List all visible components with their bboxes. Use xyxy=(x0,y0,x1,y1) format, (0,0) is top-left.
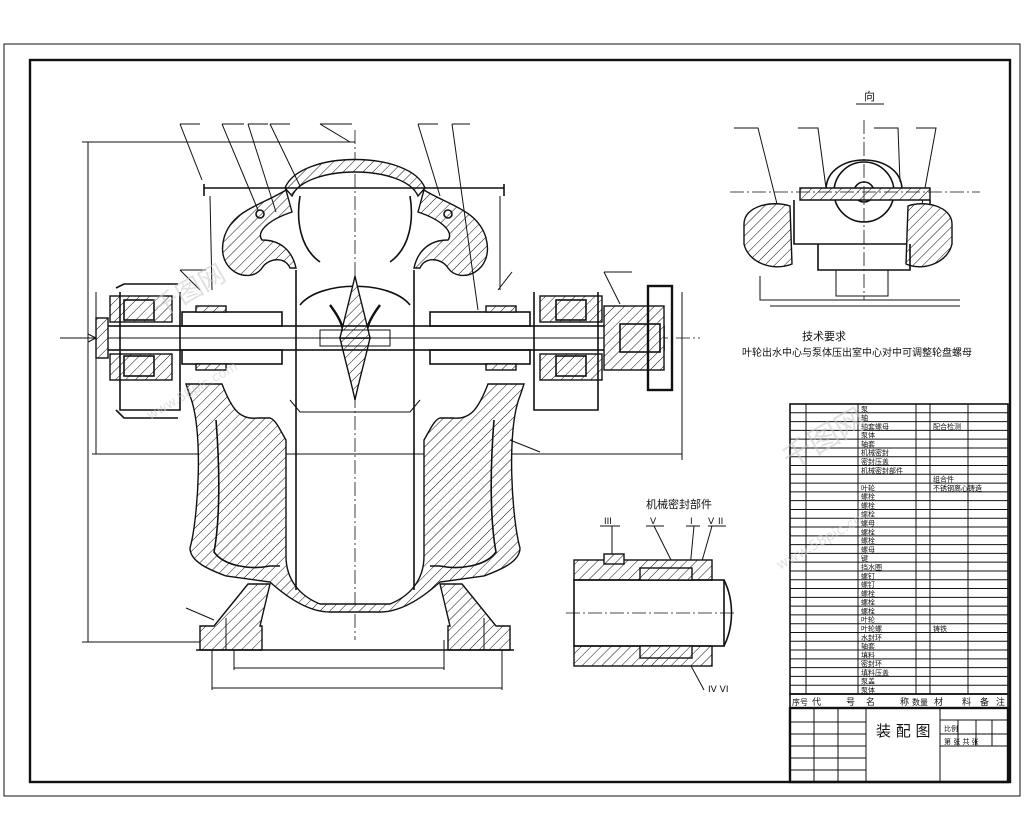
bom-header-code2: 号 xyxy=(846,697,855,708)
left-bearing xyxy=(95,283,283,419)
bom-row-name: 叶轮 xyxy=(861,615,875,624)
inner-border xyxy=(28,58,1012,784)
bom-row-note: 组合件 xyxy=(933,475,954,484)
pump-main-section xyxy=(60,123,700,690)
bom-row-name: 泵体 xyxy=(861,431,875,440)
sheet-label: 第 张 共 张 xyxy=(944,737,979,746)
seal-label-bottom: IV VI xyxy=(708,685,728,695)
bom-row-name: 轴套螺母 xyxy=(861,422,889,431)
bom-row-note: 铸铁 xyxy=(933,624,947,633)
bom-row-note: 配合检测 xyxy=(933,422,961,431)
right-bearing xyxy=(429,284,674,411)
seal-label-3: I xyxy=(690,517,693,527)
bom-row-name: 泵 xyxy=(861,405,868,413)
technical-requirements: 技术要求 叶轮出水中心与泵体压出室中心对中可调整轮盘螺母 xyxy=(742,330,972,359)
seal-detail: 机械密封部件 III V I V II IV VI xyxy=(566,497,734,695)
bom-row-name: 密封环 xyxy=(861,659,882,668)
bom-header-name1: 名 xyxy=(866,696,875,708)
bom-row-name: 螺栓 xyxy=(861,501,875,510)
seal-label-4: V xyxy=(708,517,715,527)
bom-row-name: 螺栓 xyxy=(861,606,875,615)
bom-row-name: 叶轮螺 xyxy=(861,624,882,633)
bom-header-note2: 注 xyxy=(996,696,1005,708)
bom-row-name: 螺栓 xyxy=(861,510,875,519)
bom-header-name2: 称 xyxy=(900,696,909,708)
parts-list-header: 序号 代 号 名 称 数量 材 料 备 注 xyxy=(789,693,1009,709)
bom-header-qty: 数量 xyxy=(912,697,928,707)
tech-req-heading: 技术要求 xyxy=(802,330,846,343)
bom-row-name: 螺钉 xyxy=(861,580,875,589)
bom-row-name: 泵体 xyxy=(861,686,875,695)
side-view: 向 xyxy=(730,89,980,307)
bom-header-note1: 备 xyxy=(980,696,989,708)
bom-row-name: 螺母 xyxy=(861,545,875,554)
drawing-title: 装 配 图 xyxy=(876,722,931,740)
bom-row-name: 螺栓 xyxy=(861,492,875,501)
seal-label-2: V xyxy=(650,517,657,527)
bom-row-name: 螺钉 xyxy=(861,571,875,580)
bom-row-name: 键 xyxy=(861,554,868,563)
bom-row-name: 挡水圈 xyxy=(861,562,882,571)
bom-row-name: 机械密封 xyxy=(861,448,889,457)
title-block: 装 配 图 比例 第 张 共 张 xyxy=(788,706,1010,784)
bom-row-name: 螺栓 xyxy=(861,536,875,545)
bom-row-name: 螺栓 xyxy=(861,598,875,607)
bom-row-name: 轴套 xyxy=(861,439,875,448)
bom-row-name: 叶轮 xyxy=(861,483,875,492)
scale-label: 比例 xyxy=(944,724,958,733)
bom-row-name: 轴套 xyxy=(861,642,875,651)
seal-label-5: II xyxy=(718,517,723,527)
bom-row-name: 填料压盖 xyxy=(861,668,889,677)
watermark-1: 千图网 xyxy=(149,259,232,324)
bom-row-note: 不锈钢离心铸造 xyxy=(933,483,982,492)
bom-row-name: 泵盖 xyxy=(861,677,875,686)
view-label: 向 xyxy=(864,89,875,103)
bom-row-name: 水封环 xyxy=(861,633,882,642)
bom-header-no: 序号 xyxy=(792,697,808,707)
tech-req-line: 叶轮出水中心与泵体压出室中心对中可调整轮盘螺母 xyxy=(742,346,972,359)
seal-label-1: III xyxy=(604,517,612,527)
bom-row-name: 轴 xyxy=(861,413,868,422)
bom-row-name: 螺母 xyxy=(861,519,875,528)
bom-row-name: 螺栓 xyxy=(861,589,875,598)
bom-row-name: 密封压盖 xyxy=(861,457,889,466)
bom-row-name: 螺栓 xyxy=(861,527,875,536)
bom-row-name: 填料 xyxy=(861,650,875,659)
bom-header-code1: 代 xyxy=(812,697,821,708)
bom-header-mat2: 料 xyxy=(962,696,971,708)
bom-header-mat1: 材 xyxy=(934,696,943,708)
seal-detail-title: 机械密封部件 xyxy=(646,497,712,511)
outer-border xyxy=(3,43,1021,797)
parts-list-table: 泵轴轴套螺母配合检测泵体轴套机械密封密封压盖机械密封部件组合件叶轮不锈钢离心铸造… xyxy=(789,403,1009,695)
bom-row-name: 机械密封部件 xyxy=(861,466,903,475)
